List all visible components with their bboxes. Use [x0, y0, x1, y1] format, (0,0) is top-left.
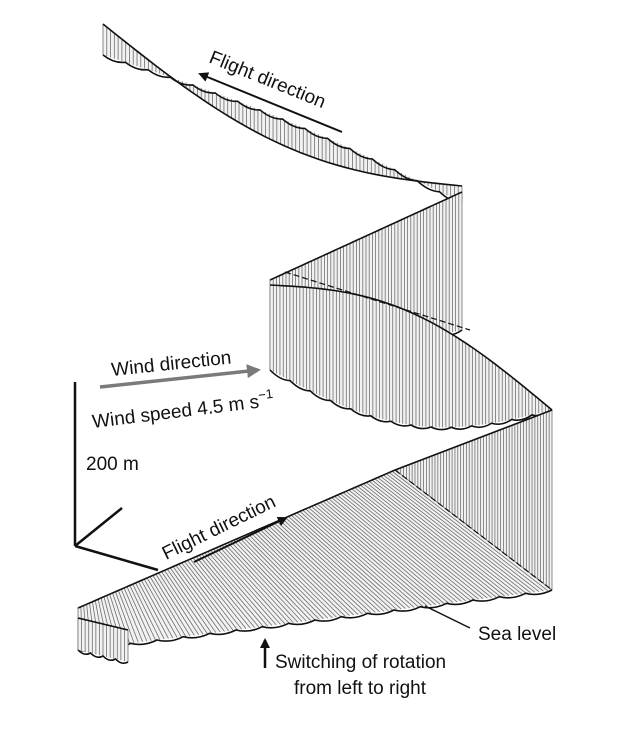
- switching-label-line1: Switching of rotation: [275, 652, 446, 673]
- ribbon-mid: [269, 284, 553, 431]
- ribbon-crossing-line: [284, 271, 471, 331]
- wind-direction-arrow: [99, 364, 261, 389]
- sea-level-label: Sea level: [478, 624, 556, 645]
- scale-label: 200 m: [86, 454, 139, 475]
- ribbon-crossing-line: [394, 469, 553, 591]
- flight-direction-arrow-top: [198, 72, 343, 133]
- flight-ribbons: [77, 23, 553, 665]
- ribbon-tail: [77, 617, 129, 665]
- scale-axes: [73, 382, 159, 572]
- flight-direction-arrow-bottom: [193, 516, 288, 563]
- sea-level-leader: [424, 605, 471, 629]
- wind-speed-label: Wind speed 4.5 m s−1: [91, 386, 275, 433]
- switching-label-line2: from left to right: [294, 678, 427, 699]
- ribbon-lower: [394, 409, 553, 591]
- ribbon-top: [102, 23, 463, 204]
- ribbon-bottom: [77, 469, 553, 652]
